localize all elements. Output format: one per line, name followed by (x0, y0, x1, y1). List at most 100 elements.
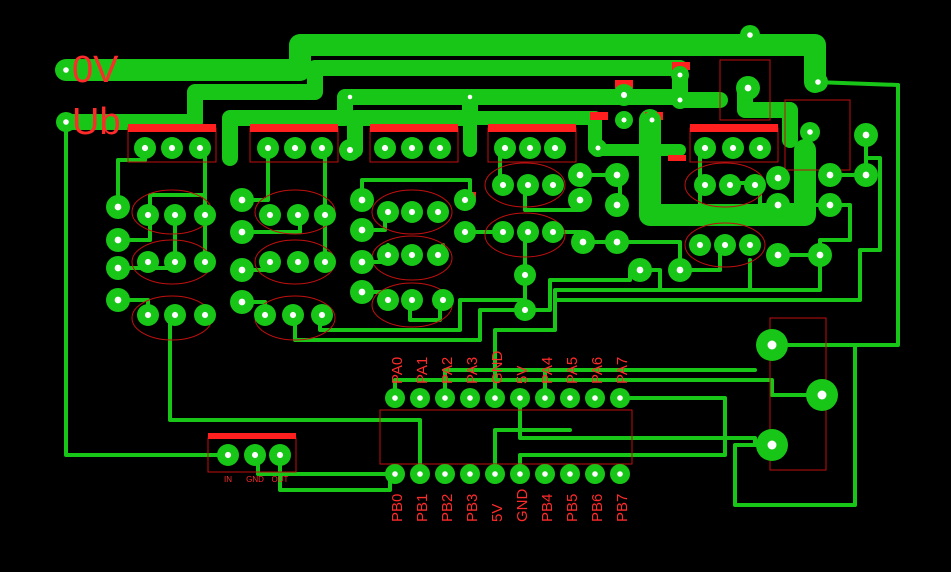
regulator-labels: IN GND OUT (224, 475, 289, 484)
drill-hole (579, 238, 587, 246)
drill-hole (318, 311, 326, 319)
drill-hole (434, 251, 442, 259)
drill-hole (747, 32, 753, 38)
drill-hole (807, 129, 813, 135)
drill-hole (442, 471, 448, 477)
drill-hole (63, 67, 69, 73)
drill-hole (517, 395, 523, 401)
drill-hole (264, 144, 272, 152)
drill-hole (551, 144, 559, 152)
drill-hole (347, 94, 353, 100)
drill-hole (381, 144, 389, 152)
drill-hole (815, 79, 821, 85)
drill-hole (621, 117, 627, 123)
drill-hole (114, 203, 122, 211)
drill-hole (499, 181, 507, 189)
header-pin-label: 5V (489, 504, 506, 522)
header-pin-label: PA0 (389, 357, 406, 384)
header-pin-label: PA1 (414, 357, 431, 384)
header-pin-label: PA2 (439, 357, 456, 384)
drill-hole (408, 208, 416, 216)
header-pin-label: PB4 (539, 494, 556, 522)
header-pin-label: PA5 (564, 357, 581, 384)
drill-hole (358, 226, 366, 234)
drill-hole (266, 258, 274, 266)
drill-hole (767, 340, 777, 350)
rail-labels: 0V Ub (72, 49, 121, 143)
drill-hole (676, 266, 684, 274)
header-pin-label: PB5 (564, 494, 581, 522)
drill-hole (542, 395, 548, 401)
drill-hole (617, 395, 623, 401)
header-pin-label: PB7 (614, 494, 631, 522)
drill-hole (467, 471, 473, 477)
drill-hole (238, 228, 246, 236)
drill-hole (408, 296, 416, 304)
drill-hole (442, 395, 448, 401)
drill-hole (617, 471, 623, 477)
drill-hole (816, 251, 824, 259)
regulator-pin-label: IN (224, 475, 232, 484)
regulator-pin-label: OUT (272, 475, 289, 484)
drill-hole (318, 144, 326, 152)
drill-hole (526, 144, 534, 152)
drill-hole (862, 131, 870, 139)
drill-hole (826, 171, 834, 179)
drill-hole (384, 208, 392, 216)
drill-hole (767, 440, 777, 450)
drill-hole (567, 395, 573, 401)
drill-hole (467, 395, 473, 401)
drill-hole (649, 117, 655, 123)
drill-hole (201, 311, 209, 319)
label-ub: Ub (72, 101, 121, 143)
drill-hole (439, 296, 447, 304)
drill-hole (542, 471, 548, 477)
drill-hole (524, 228, 532, 236)
header-pin-label: PB0 (389, 494, 406, 522)
drill-hole (321, 258, 329, 266)
drill-hole (595, 145, 601, 151)
drill-hole (492, 395, 498, 401)
drill-hole (620, 91, 628, 99)
drill-hole (144, 258, 152, 266)
drill-hole (171, 258, 179, 266)
drill-hole (276, 451, 284, 459)
drill-hole (826, 201, 834, 209)
drill-hole (613, 201, 621, 209)
drill-hole (521, 271, 529, 279)
label-0v: 0V (72, 49, 119, 91)
drill-hole (141, 144, 149, 152)
drill-hole (549, 181, 557, 189)
drill-hole (168, 144, 176, 152)
drill-hole (501, 144, 509, 152)
drill-hole (201, 211, 209, 219)
drill-hole (238, 298, 246, 306)
drill-hole (862, 171, 870, 179)
regulator-pin-label: GND (246, 475, 264, 484)
header-pin-label: PB6 (589, 494, 606, 522)
header-pin-label: GND (489, 351, 506, 385)
drill-hole (677, 97, 683, 103)
drill-hole (266, 211, 274, 219)
drill-hole (384, 296, 392, 304)
drill-hole (224, 451, 232, 459)
drill-hole (592, 471, 598, 477)
drill-hole (461, 196, 469, 204)
drill-hole (144, 311, 152, 319)
drill-hole (417, 395, 423, 401)
drill-hole (576, 171, 584, 179)
header-pin-label: PA7 (614, 357, 631, 384)
drill-hole (358, 288, 366, 296)
drill-hole (321, 211, 329, 219)
drill-hole (346, 146, 354, 154)
drill-hole (392, 471, 398, 477)
drill-hole (492, 471, 498, 477)
drill-hole (261, 311, 269, 319)
drill-hole (436, 144, 444, 152)
header-pin-label: PA3 (464, 357, 481, 384)
drill-hole (756, 144, 764, 152)
drill-hole (774, 201, 782, 209)
